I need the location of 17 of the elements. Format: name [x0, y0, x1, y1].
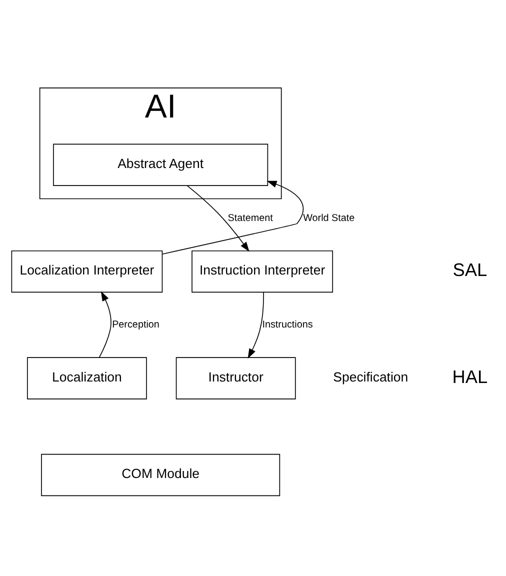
node-box: COM Module	[41, 453, 280, 496]
arrow	[248, 291, 264, 358]
node-box: Localization	[27, 356, 147, 399]
edge-label: Instructions	[262, 318, 313, 330]
node-box: Instructor	[176, 356, 296, 399]
label: Specification	[333, 368, 408, 384]
edge-label: World State	[303, 212, 355, 224]
node-box: Instruction Interpreter	[192, 250, 334, 292]
arrow	[186, 184, 250, 252]
arrow	[162, 180, 304, 254]
node-box: Abstract Agent	[53, 143, 268, 186]
label: HAL	[452, 366, 488, 386]
edge-label: Statement	[228, 212, 273, 224]
edge-label: Perception	[112, 318, 160, 330]
node-box: Localization Interpreter	[11, 250, 163, 292]
label: SAL	[452, 260, 488, 280]
arrow	[98, 290, 112, 358]
